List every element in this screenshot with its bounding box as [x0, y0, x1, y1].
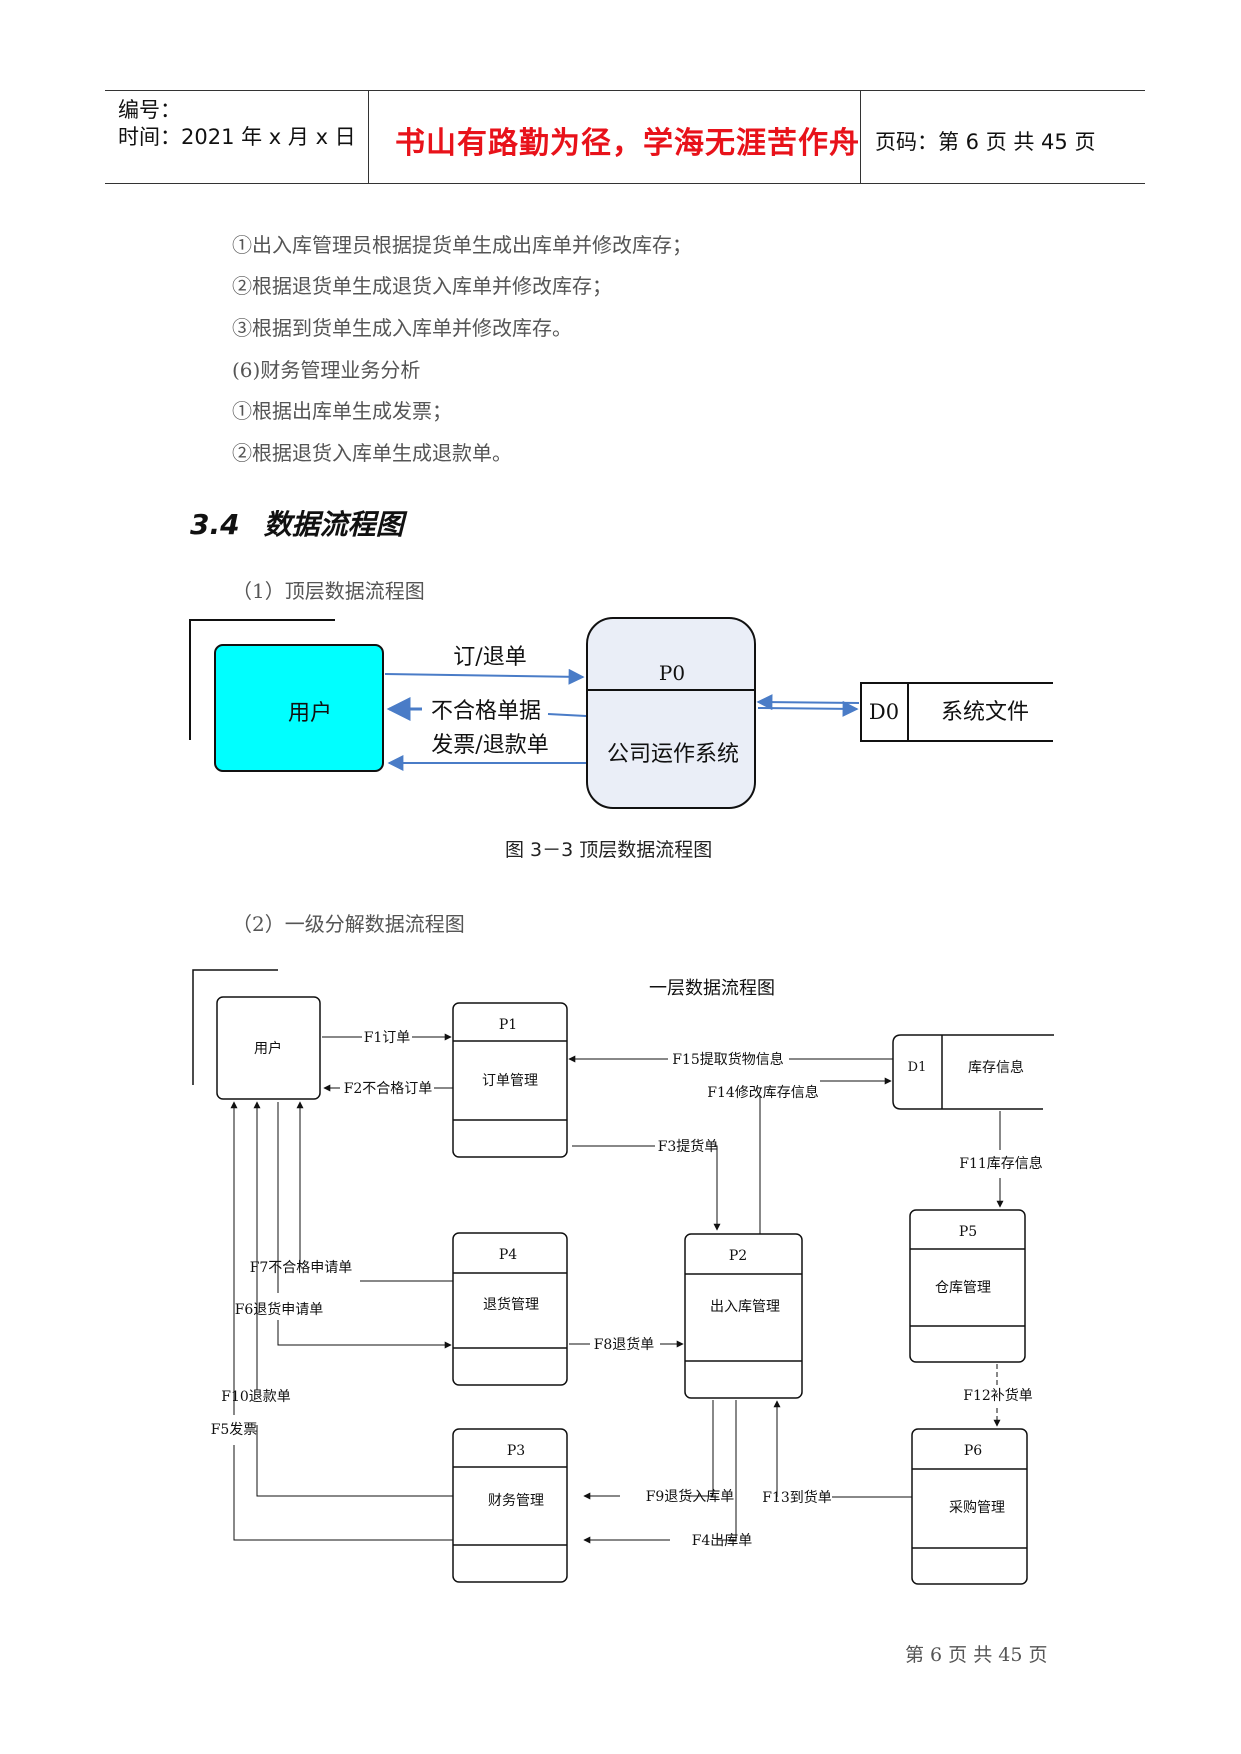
header-motto: 书山有路勤为径，学海无涯苦作舟 [395, 126, 860, 161]
flow-f6-label: F6退货申请单 [235, 1301, 324, 1318]
process-p1-id: P1 [499, 1017, 517, 1033]
flow-f10-label: F10退款单 [221, 1389, 291, 1405]
section-heading: 3.4 数据流程图 [190, 503, 404, 543]
process-p0-box [586, 617, 756, 809]
subsection-1-title: （1）顶层数据流程图 [232, 579, 425, 603]
header-divider-left [368, 90, 369, 184]
paragraph-4: (6)财务管理业务分析 [232, 358, 421, 382]
flow-f4-line [718, 1400, 737, 1541]
process-p6-box [911, 1428, 1028, 1585]
header-time: 时间：2021 年 x 月 x 日 [118, 125, 356, 149]
store-d1-outline [892, 1034, 1054, 1110]
paragraph-5: ①根据出库单生成发票； [232, 399, 452, 423]
entity-bracket-1 [189, 619, 335, 740]
flow-store-in-arrow [757, 700, 859, 717]
flow-f12-label: F12补货单 [963, 1387, 1033, 1404]
flow-f5-line [233, 1445, 453, 1541]
entity-user-box [214, 644, 384, 772]
flow-f14-label: F14修改库存信息 [707, 1084, 819, 1101]
process-p3-name: 财务管理 [488, 1493, 544, 1509]
paragraph-3: ③根据到货单生成入库单并修改库存。 [232, 316, 572, 340]
flow-f9-line [688, 1400, 714, 1497]
flow-order-arrow [384, 668, 585, 685]
page-footer: 第 6 页 共 45 页 [905, 1644, 1048, 1666]
header-number-label: 编号： [118, 98, 181, 122]
paragraph-1: ①出入库管理员根据提货单生成出库单并修改库存； [232, 233, 692, 257]
section-title: 数据流程图 [263, 508, 404, 541]
store-d0-outline [860, 682, 1053, 742]
diagram-2-title: 一层数据流程图 [649, 978, 775, 999]
header-bottom-rule [105, 183, 1145, 184]
header-top-rule [105, 90, 1145, 91]
process-p4-id: P4 [499, 1247, 517, 1263]
entity-user2-box [216, 996, 321, 1100]
process-p4-box [452, 1232, 568, 1386]
flow-store-out-arrow [756, 694, 860, 711]
flow-f4-label: F4出库单 [692, 1533, 753, 1549]
paragraph-2: ②根据退货单生成退货入库单并修改库存； [232, 274, 612, 298]
process-p5-box [909, 1209, 1026, 1363]
process-p0-name: 公司运作系统 [607, 742, 739, 767]
flow-f15-label: F15提取货物信息 [672, 1051, 784, 1068]
flow-f8-label: F8退货单 [594, 1336, 655, 1353]
process-p3-id: P3 [507, 1443, 525, 1459]
flow-f2-label: F2不合格订单 [344, 1081, 433, 1097]
process-p6-id: P6 [964, 1443, 982, 1459]
process-p5-id: P5 [959, 1224, 977, 1240]
header-divider-right [860, 90, 861, 184]
process-p4-name: 退货管理 [483, 1296, 539, 1313]
process-p6-name: 采购管理 [949, 1500, 1005, 1516]
flow-f3-label: F3提货单 [658, 1138, 719, 1155]
flow-f7-label: F7不合格申请单 [250, 1260, 353, 1276]
process-p2-id: P2 [729, 1248, 747, 1264]
store-d0-id: D0 [869, 700, 899, 724]
process-p5-name: 仓库管理 [935, 1280, 991, 1296]
entity-user2-label: 用户 [254, 1040, 282, 1057]
process-p2-box [684, 1233, 803, 1399]
flow-f1-label: F1订单 [364, 1030, 411, 1046]
store-d0-name: 系统文件 [941, 700, 1029, 725]
store-d1-name: 库存信息 [968, 1059, 1024, 1076]
flow-f9-label: F9退货入库单 [646, 1488, 735, 1505]
flow-f11-label: F11库存信息 [959, 1155, 1043, 1172]
process-p0-id: P0 [659, 661, 685, 685]
flow-reject-label: 不合格单据 [431, 699, 541, 724]
flow-f3-arrow [713, 1145, 721, 1231]
figure-caption: 图 3－3 顶层数据流程图 [505, 839, 713, 861]
flow-f6-arrow [277, 1320, 452, 1349]
flow-reject-tail [547, 713, 587, 717]
flow-f5-label: F5发票 [211, 1422, 258, 1438]
flow-f13-label: F13到货单 [762, 1489, 832, 1506]
entity-user-label: 用户 [288, 701, 332, 726]
flow-invoice-label: 发票/退款单 [431, 733, 548, 758]
flow-f10-line [256, 1425, 453, 1497]
flow-order-label: 订/退单 [453, 645, 526, 670]
store-d1-id: D1 [908, 1060, 927, 1075]
process-p1-name: 订单管理 [482, 1073, 538, 1089]
header-page-info: 页码：第 6 页 共 45 页 [875, 130, 1096, 154]
section-number: 3.4 [190, 508, 240, 541]
paragraph-6: ②根据退货入库单生成退款单。 [232, 441, 512, 465]
entity-bracket-2 [192, 969, 278, 1085]
process-p2-name: 出入库管理 [710, 1299, 780, 1315]
subsection-2-title: （2）一级分解数据流程图 [232, 912, 465, 936]
